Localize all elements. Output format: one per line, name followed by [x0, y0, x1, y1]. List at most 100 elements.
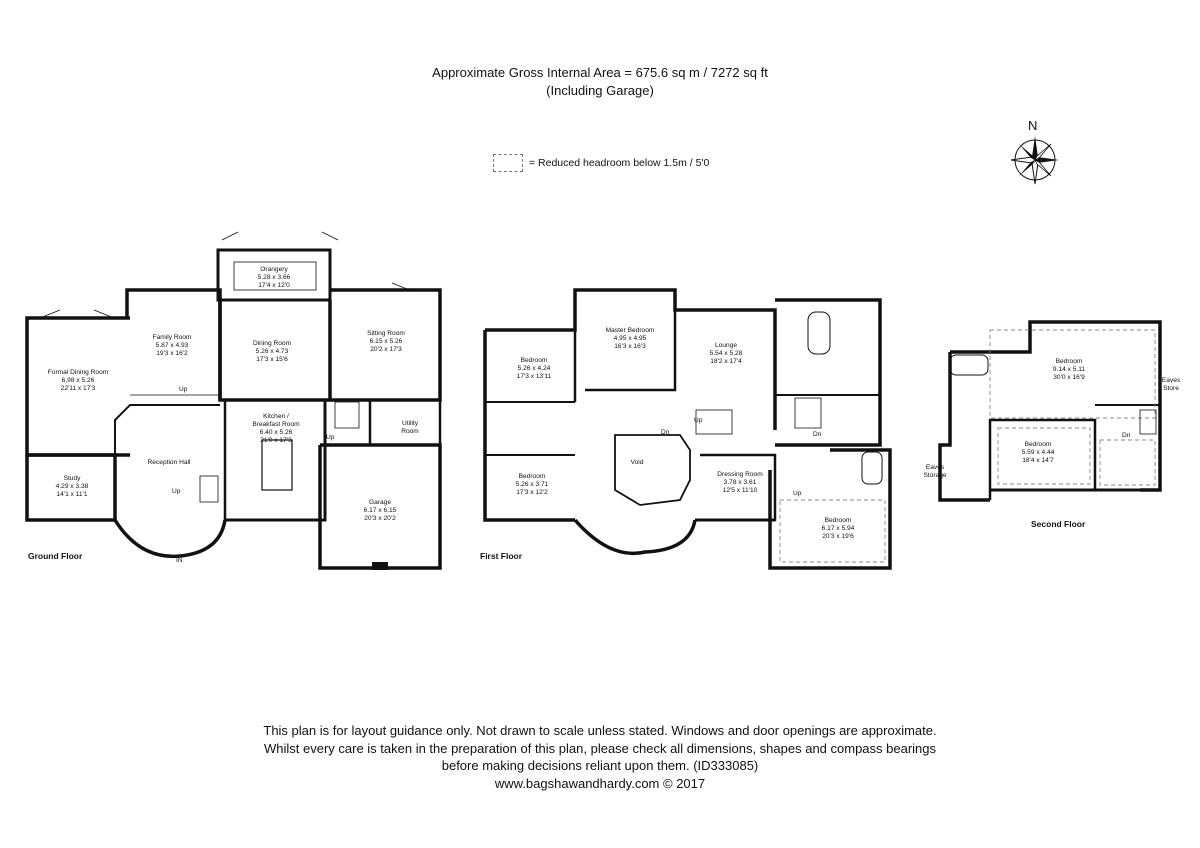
room-imperial: 17'3 x 12'2: [516, 489, 548, 496]
room-metric: 6.17 x 6.15: [363, 507, 397, 514]
room-imperial: 16'3 x 16'3: [614, 343, 646, 350]
entrance-mark: IN: [176, 557, 183, 564]
room-metric: 6.98 x 5.26: [61, 377, 95, 384]
room-imperial: 14'1 x 11'1: [56, 491, 88, 498]
stair-up-mark: Up: [326, 434, 335, 441]
room-metric: 5.26 x 4.24: [517, 365, 551, 372]
room-name: Garage: [369, 499, 391, 506]
room-name: Kitchen /: [263, 413, 289, 420]
room-imperial: 18'2 x 17'4: [710, 358, 742, 365]
room-name: Void: [630, 459, 644, 466]
reduced-headroom-swatch: [493, 154, 523, 172]
ground-floor-walls: [25, 231, 442, 570]
room-bedroom-1: Bedroom 5.26 x 4.24 17'3 x 13'11: [474, 357, 594, 381]
room-lounge: Lounge 5.54 x 5.28 18'2 x 17'4: [666, 342, 786, 366]
room-orangery: Orangery 5.28 x 3.66 17'4 x 12'0: [214, 266, 334, 290]
room-formal-dining: Formal Dining Room 6.98 x 5.26 22'11 x 1…: [18, 369, 138, 393]
room-kitchen: Kitchen / Breakfast Room 6.40 x 5.26 21'…: [216, 413, 336, 445]
room-imperial: 30'0 x 16'9: [1053, 374, 1085, 381]
stair-up-mark: Up: [793, 490, 802, 497]
headroom-legend: = Reduced headroom below 1.5m / 5'0: [493, 154, 709, 172]
room-dressing: Dressing Room 3.78 x 3.61 12'5 x 11'10: [680, 471, 800, 495]
room-name: Dining Room: [252, 340, 292, 347]
room-metric: 5.26 x 4.73: [255, 348, 289, 355]
stair-down-mark: Dn: [661, 429, 670, 436]
plan-header: Approximate Gross Internal Area = 675.6 …: [0, 64, 1200, 100]
room-reception: Reception Hall: [109, 459, 229, 467]
room-name-line2: Storage: [923, 472, 947, 479]
room-master-bedroom: Master Bedroom 4.95 x 4.95 16'3 x 16'3: [570, 327, 690, 351]
room-bedroom-2: Bedroom 5.26 x 3.71 17'3 x 12'2: [472, 473, 592, 497]
room-name-line2: Breakfast Room: [252, 421, 300, 428]
room-metric: 5.26 x 3.71: [515, 481, 549, 488]
room-imperial: 17'3 x 15'6: [256, 356, 288, 363]
legend-text: = Reduced headroom below 1.5m / 5'0: [529, 157, 710, 169]
room-name: Bedroom: [1055, 358, 1083, 365]
first-floor-label: First Floor: [480, 551, 523, 561]
room-name-line2: Room: [401, 428, 419, 435]
including-garage-text: (Including Garage): [546, 83, 654, 98]
stair-up-mark: Up: [172, 488, 181, 495]
room-utility: Utility Room: [350, 420, 470, 436]
room-eaves-store: Eaves Store: [1151, 377, 1191, 393]
room-name: Utility: [401, 420, 419, 427]
room-name: Bedroom: [520, 357, 548, 364]
ground-floor-label: Ground Floor: [28, 551, 83, 561]
second-floor-walls: [938, 320, 1162, 502]
room-metric: 6.40 x 5.26: [259, 429, 293, 436]
room-name: Reception Hall: [147, 459, 191, 466]
room-name: Bedroom: [518, 473, 546, 480]
room-name: Master Bedroom: [605, 327, 655, 334]
room-imperial: 19'3 x 16'2: [156, 350, 188, 357]
disclaimer-line-3: before making decisions reliant upon the…: [441, 758, 759, 773]
room-garage: Garage 6.17 x 6.15 20'3 x 20'2: [320, 499, 440, 523]
room-imperial: 20'3 x 19'6: [822, 533, 854, 540]
room-bedroom-4: Bedroom 9.14 x 5.11 30'0 x 16'9: [1009, 358, 1129, 382]
room-metric: 5.54 x 5.28: [709, 350, 743, 357]
room-family: Family Room 5.87 x 4.93 19'3 x 16'2: [112, 334, 232, 358]
room-bedroom-3: Bedroom 6.17 x 5.94 20'3 x 19'6: [778, 517, 898, 541]
second-floor-label: Second Floor: [1031, 519, 1086, 529]
compass: N: [1009, 118, 1061, 186]
disclaimer-footer: This plan is for layout guidance only. N…: [0, 722, 1200, 792]
room-void: Void: [577, 459, 697, 467]
room-name: Eaves: [925, 464, 945, 471]
room-metric: 9.14 x 5.11: [1052, 366, 1086, 373]
stair-down-mark: Dn: [813, 431, 822, 438]
room-imperial: 21'0 x 17'3: [260, 437, 292, 444]
room-name-line2: Store: [1163, 385, 1179, 392]
room-sitting: Sitting Room 6.15 x 5.26 20'2 x 17'3: [326, 330, 446, 354]
room-imperial: 17'3 x 13'11: [516, 373, 552, 380]
room-imperial: 12'5 x 11'10: [722, 487, 758, 494]
room-name: Orangery: [260, 266, 288, 273]
room-metric: 4.95 x 4.95: [613, 335, 647, 342]
room-metric: 6.15 x 5.26: [369, 338, 403, 345]
room-metric: 3.78 x 3.61: [723, 479, 757, 486]
room-metric: 5.28 x 3.66: [257, 274, 291, 281]
disclaimer-line-1: This plan is for layout guidance only. N…: [263, 723, 937, 738]
room-name: Bedroom: [824, 517, 852, 524]
room-name: Family Room: [152, 334, 192, 341]
compass-north-label: N: [1028, 118, 1038, 133]
room-metric: 4.29 x 3.38: [55, 483, 89, 490]
compass-rose-icon: [1010, 136, 1059, 185]
room-name: Formal Dining Room: [47, 369, 109, 376]
disclaimer-line-2: Whilst every care is taken in the prepar…: [263, 740, 937, 756]
room-metric: 5.87 x 4.93: [155, 342, 189, 349]
room-dining: Dining Room 5.26 x 4.73 17'3 x 15'6: [212, 340, 332, 364]
room-imperial: 22'11 x 17'3: [60, 385, 96, 392]
room-eaves-storage: Eaves Storage: [915, 464, 955, 480]
room-name: Bedroom: [1024, 441, 1052, 448]
room-name: Dressing Room: [717, 471, 763, 478]
room-metric: 5.59 x 4.44: [1021, 449, 1055, 456]
room-name: Sitting Room: [367, 330, 405, 337]
stair-down-mark: Dn: [1122, 432, 1131, 439]
room-imperial: 17'4 x 12'0: [258, 282, 290, 289]
stair-up-mark: Up: [179, 386, 188, 393]
room-imperial: 20'2 x 17'3: [370, 346, 402, 353]
room-bedroom-5: Bedroom 5.59 x 4.44 18'4 x 14'7: [978, 441, 1098, 465]
gross-area-text: Approximate Gross Internal Area = 675.6 …: [432, 65, 768, 80]
room-imperial: 18'4 x 14'7: [1022, 457, 1054, 464]
room-study: Study 4.29 x 3.38 14'1 x 11'1: [12, 475, 132, 499]
